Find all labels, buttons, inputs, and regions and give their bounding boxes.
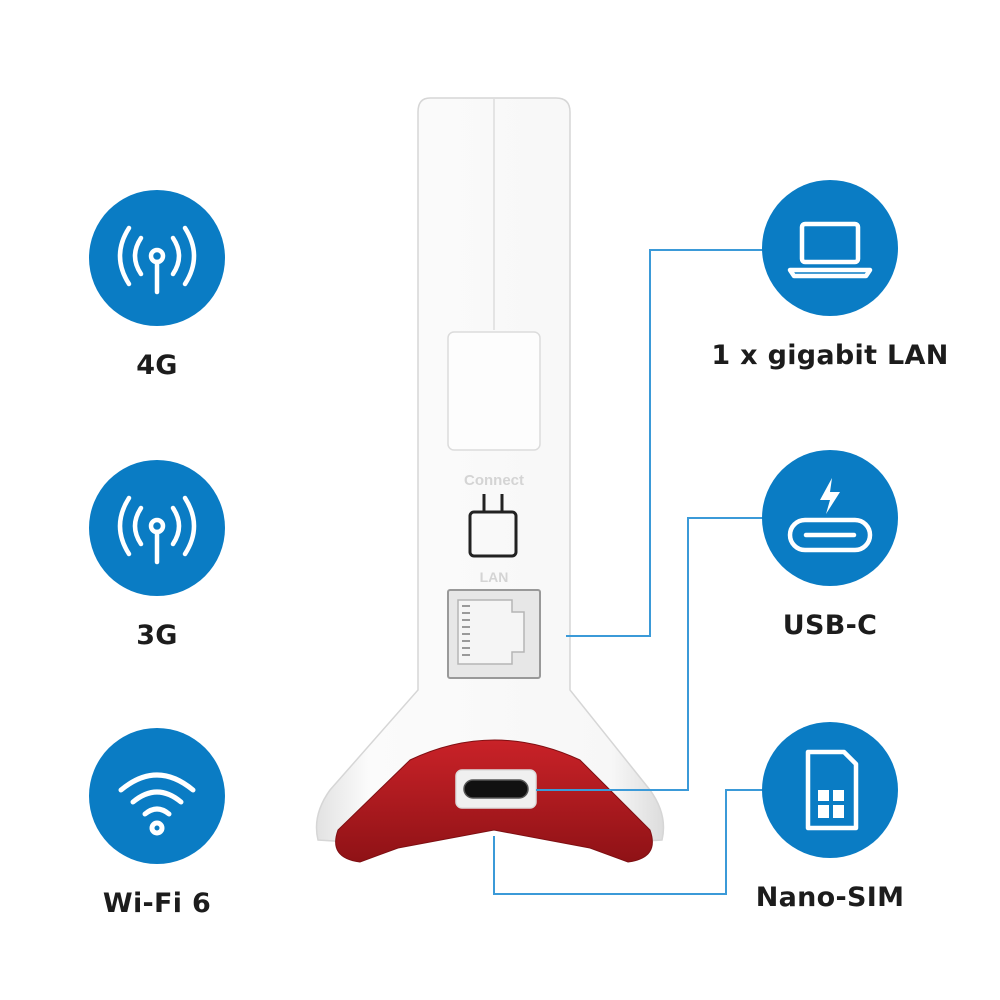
feature-lan-badge (762, 180, 898, 316)
feature-lan-label: 1 x gigabit LAN (711, 340, 949, 371)
connect-button-text: Connect (464, 472, 524, 489)
feature-4g: 4G (27, 190, 287, 381)
connect-plug-icon (468, 494, 518, 558)
feature-sim-badge (762, 722, 898, 858)
feature-wifi-badge (89, 728, 225, 864)
feature-usbc: USB-C (700, 450, 960, 641)
feature-usbc-badge (762, 450, 898, 586)
laptop-icon (787, 221, 873, 279)
cellular-antenna-icon (117, 495, 197, 565)
feature-3g-label: 3G (136, 620, 178, 651)
feature-wifi: Wi-Fi 6 (27, 728, 287, 919)
feature-usbc-label: USB-C (782, 610, 878, 641)
feature-sim-label: Nano-SIM (755, 882, 905, 913)
lan-port (447, 589, 541, 679)
usb-c-icon (787, 478, 873, 553)
feature-4g-badge (89, 190, 225, 326)
feature-lan: 1 x gigabit LAN (700, 180, 960, 371)
connect-button-area[interactable] (447, 331, 541, 451)
feature-sim: Nano-SIM (700, 722, 960, 913)
device-body (315, 97, 665, 843)
feature-3g: 3G (27, 460, 287, 651)
feature-wifi-label: Wi-Fi 6 (102, 888, 212, 919)
usb-c-port (455, 769, 537, 809)
wifi-icon (118, 772, 196, 836)
feature-3g-badge (89, 460, 225, 596)
sim-card-icon (805, 749, 859, 831)
lan-port-text: LAN (480, 569, 509, 585)
cellular-antenna-icon (117, 225, 197, 295)
feature-4g-label: 4G (136, 350, 178, 381)
connector-lines (493, 249, 768, 895)
